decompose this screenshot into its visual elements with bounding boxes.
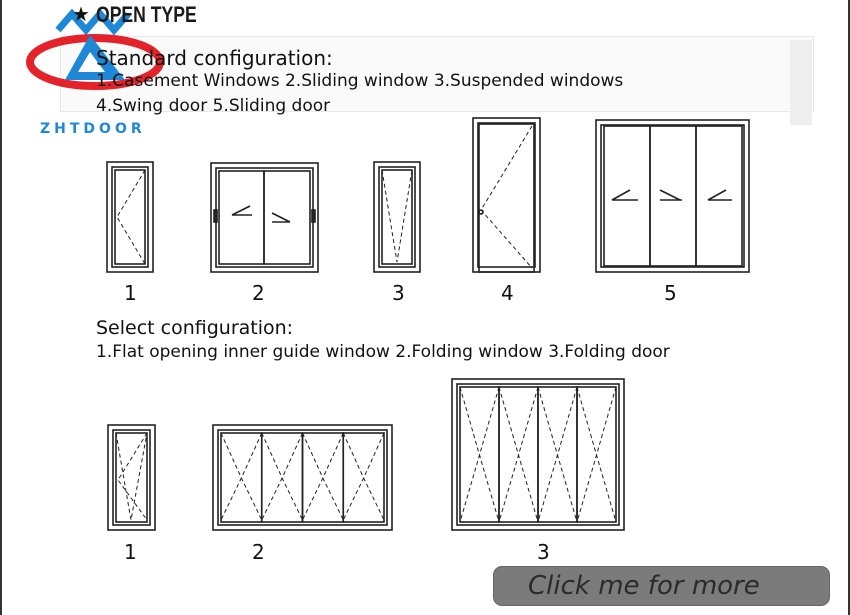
logo-text: ZHTDOOR [40,121,146,137]
section-title: OPEN TYPE [96,2,197,27]
swing-door [472,117,541,273]
sash [478,123,535,273]
sash [115,432,148,523]
sash [603,125,651,267]
select-label-1: 1 [124,540,137,564]
right-border [848,0,850,615]
opening-line [342,432,365,521]
handle [478,209,484,215]
standard-label-3: 3 [392,281,405,305]
opening-line [322,432,344,521]
inner-frame [217,429,388,526]
handle [311,209,316,223]
select-heading: Select configuration: [96,317,294,339]
select-list-line1: 1.Flat opening inner guide window 2.Fold… [96,342,670,362]
left-border [0,0,2,615]
standard-label-5: 5 [664,281,677,305]
opening-line [363,432,385,521]
opening-line [576,386,598,523]
sash [218,170,265,265]
outer-frame [373,161,421,273]
sash [263,170,311,265]
sash [381,169,413,265]
sash [114,169,146,265]
inner-frame [111,166,149,268]
opening-line [115,432,148,521]
casement-window [106,161,154,273]
sash [695,125,743,267]
click-for-more-label[interactable]: Click me for more [528,571,760,601]
opening-line [116,169,146,265]
opening-line [117,432,148,521]
opening-line [381,169,413,263]
inner-frame [477,122,536,268]
sash [342,432,385,523]
standard-list-line1: 1.Casement Windows 2.Sliding window 3.Su… [96,71,624,91]
star-icon: ★ [72,2,90,26]
standard-heading: Standard configuration: [96,46,333,70]
outer-frame [595,119,750,273]
opening-line [281,432,303,521]
opening-line [480,125,533,269]
arrow [611,189,732,201]
outer-frame [451,378,625,531]
click-for-more-button[interactable]: Click me for more [493,566,830,606]
inner-frame [378,166,416,268]
standard-list-line2: 4.Swing door 5.Sliding door [96,96,331,116]
opening-line [556,386,578,523]
opening-line [240,432,263,521]
outer-frame [107,424,156,531]
sliding-window [210,162,319,273]
opening-line [478,386,500,523]
select-label-3: 3 [537,540,550,564]
outer-frame [210,162,319,273]
inner-frame [600,124,745,268]
standard-label-2: 2 [252,281,265,305]
opening-line [537,386,559,523]
standard-label-4: 4 [501,281,514,305]
opening-line [302,432,324,521]
inner-guide-window [107,424,156,531]
folding-door [451,378,625,531]
outer-frame [106,161,154,273]
outer-frame [472,117,541,273]
opening-line [595,386,617,523]
inner-frame [112,429,151,526]
opening-line [498,386,520,523]
inner-frame [456,383,620,526]
outer-frame [212,424,393,531]
suspended-window [373,161,421,273]
opening-line [459,386,481,523]
arrow [231,205,291,223]
select-label-2: 2 [252,540,265,564]
handle [213,209,218,223]
panel-strip [790,40,812,125]
opening-line [220,432,242,521]
standard-label-1: 1 [124,281,137,305]
logo [26,8,164,90]
folding-window [212,424,393,531]
opening-line [517,386,539,523]
opening-line [261,432,283,521]
sliding-door [595,119,750,273]
sash [576,386,617,523]
intro-panel [60,36,814,112]
